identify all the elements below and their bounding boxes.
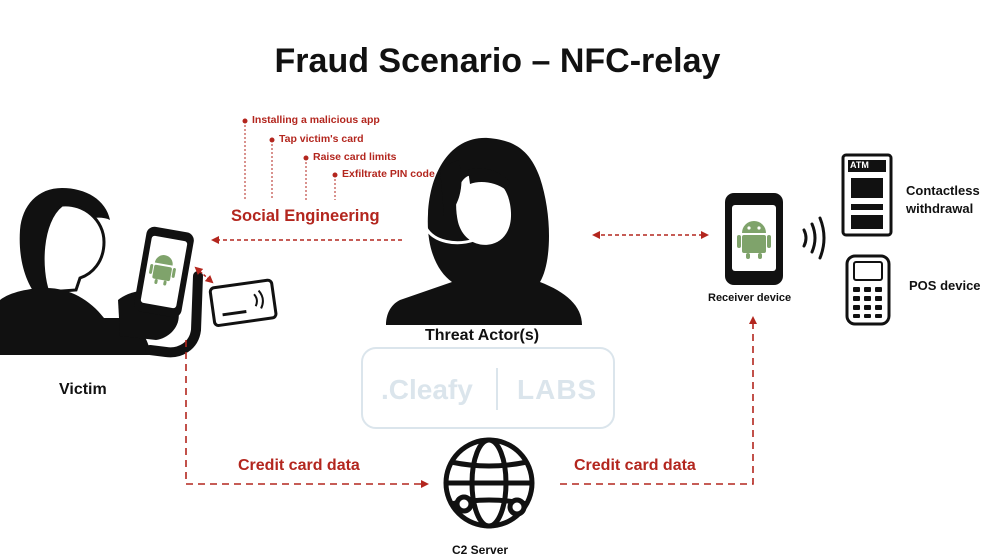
credit-card-data-left-label: Credit card data [238,457,360,474]
step-leaders [242,118,338,200]
globe-icon [443,437,535,529]
watermark-brand: .Cleafy [381,374,473,405]
victim-to-c2-arrow [185,340,429,488]
contactless-waves-icon [802,216,826,260]
contactless-withdrawal-label: Contactless withdrawal [906,183,980,216]
social-engineering-label: Social Engineering [231,207,380,225]
credit-card-data-right-label: Credit card data [574,457,696,474]
watermark-box [361,347,615,429]
threat-actor-figure [386,137,582,325]
pos-device-label: POS device [909,278,981,293]
atm-label: ATM [850,160,869,170]
receiver-android-icon [737,221,771,259]
android-icon [149,255,176,286]
watermark-sub: LABS [517,374,598,405]
step-1-label: Installing a malicious app [252,114,380,126]
receiver-device-label: Receiver device [708,292,792,304]
c2-to-receiver-arrow [560,316,757,485]
pos-terminal-icon [845,254,891,326]
step-2-label: Tap victim's card [279,133,364,145]
victim-figure [0,188,203,358]
threat-actor-label: Threat Actor(s) [425,327,540,344]
c2-server-label: C2 Server [452,543,509,557]
step-3-label: Raise card limits [313,151,397,163]
page-title: Fraud Scenario – NFC-relay [274,42,721,80]
atm-icon [841,153,893,237]
bank-card-icon [208,278,278,327]
step-4-label: Exfiltrate PIN code [342,168,435,180]
victim-label: Victim [59,381,107,398]
